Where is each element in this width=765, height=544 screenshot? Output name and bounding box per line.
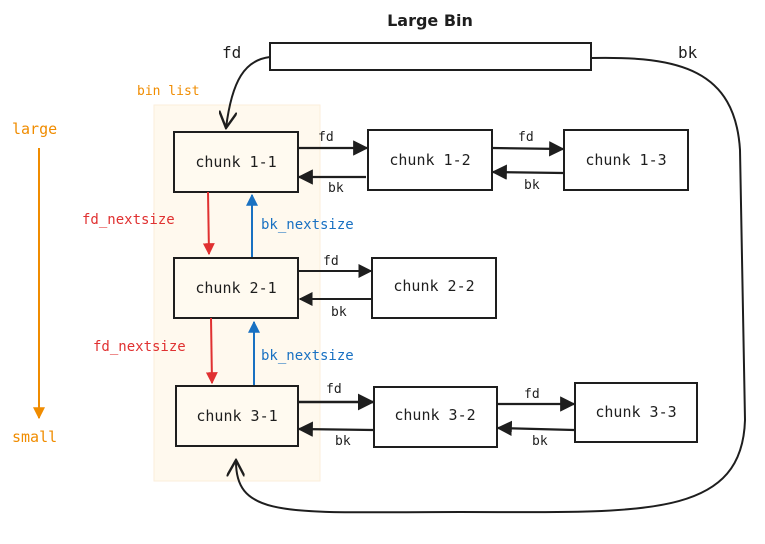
header-bk-label: bk bbox=[678, 43, 698, 62]
chunk-3-1[interactable] bbox=[175, 385, 299, 447]
bin-list-label: bin list bbox=[137, 84, 200, 99]
chunk-1-1[interactable] bbox=[173, 131, 299, 193]
chunk-2-1-label: chunk 2-1 bbox=[195, 279, 276, 297]
large-bin-header-box bbox=[269, 42, 592, 71]
fd-label-3a: fd bbox=[326, 382, 342, 397]
size-axis-small-label: small bbox=[12, 428, 57, 446]
chunk-3-3-label: chunk 3-3 bbox=[595, 403, 676, 421]
diagram-title: Large Bin bbox=[387, 11, 473, 30]
chunk-3-1-label: chunk 3-1 bbox=[196, 407, 277, 425]
chunk-3-3[interactable] bbox=[574, 382, 698, 443]
row-3: chunk 3-1 chunk 3-2 chunk 3-3 fd bk fd b… bbox=[175, 382, 698, 449]
fd-nextsize-arrow-1-to-2 bbox=[202, 191, 215, 256]
bk-label-3b: bk bbox=[532, 434, 548, 449]
bk-label-3a: bk bbox=[335, 434, 351, 449]
chunk-1-1-label: chunk 1-1 bbox=[195, 153, 276, 171]
bk-label-1a: bk bbox=[328, 181, 344, 196]
bk-label-2a: bk bbox=[331, 305, 347, 320]
size-axis-large-label: large bbox=[12, 120, 57, 138]
row-1: chunk 1-1 chunk 1-2 chunk 1-3 fd bk fd b… bbox=[173, 129, 689, 196]
bk-nextsize-label-1: bk_nextsize bbox=[261, 217, 354, 233]
chunk-2-2-label: chunk 2-2 bbox=[393, 277, 474, 295]
fd-nextsize-label-2: fd_nextsize bbox=[93, 339, 186, 355]
chunk-2-2[interactable] bbox=[371, 257, 497, 319]
chunk-3-2[interactable] bbox=[373, 386, 498, 448]
fd-label-1b: fd bbox=[518, 130, 534, 145]
chunk-1-3[interactable] bbox=[563, 129, 689, 191]
header-fd-label: fd bbox=[222, 43, 241, 62]
bk-arrow-3-3-to-3-2 bbox=[496, 420, 575, 437]
fd-label-3b: fd bbox=[524, 387, 540, 402]
header-fd-arrow bbox=[226, 56, 271, 128]
fd-arrow-1-2-to-1-3 bbox=[491, 141, 565, 157]
fd-label-1a: fd bbox=[318, 130, 334, 145]
row-2: chunk 2-1 chunk 2-2 fd bk bbox=[173, 254, 497, 320]
bk-nextsize-label-2: bk_nextsize bbox=[261, 348, 354, 364]
fd-nextsize-label-1: fd_nextsize bbox=[82, 212, 175, 228]
fd-label-2a: fd bbox=[323, 254, 339, 269]
bk-label-1b: bk bbox=[524, 178, 540, 193]
chunk-1-2-label: chunk 1-2 bbox=[389, 151, 470, 169]
chunk-2-1[interactable] bbox=[173, 257, 299, 319]
header-bk-arrow bbox=[236, 56, 747, 514]
bk-arrow-3-2-to-3-1 bbox=[297, 421, 374, 437]
chunk-1-2[interactable] bbox=[367, 129, 493, 191]
chunk-3-2-label: chunk 3-2 bbox=[394, 406, 475, 424]
bk-arrow-1-3-to-1-2 bbox=[491, 164, 564, 180]
chunk-1-3-label: chunk 1-3 bbox=[585, 151, 666, 169]
fd-nextsize-arrow-2-to-3 bbox=[205, 317, 218, 385]
